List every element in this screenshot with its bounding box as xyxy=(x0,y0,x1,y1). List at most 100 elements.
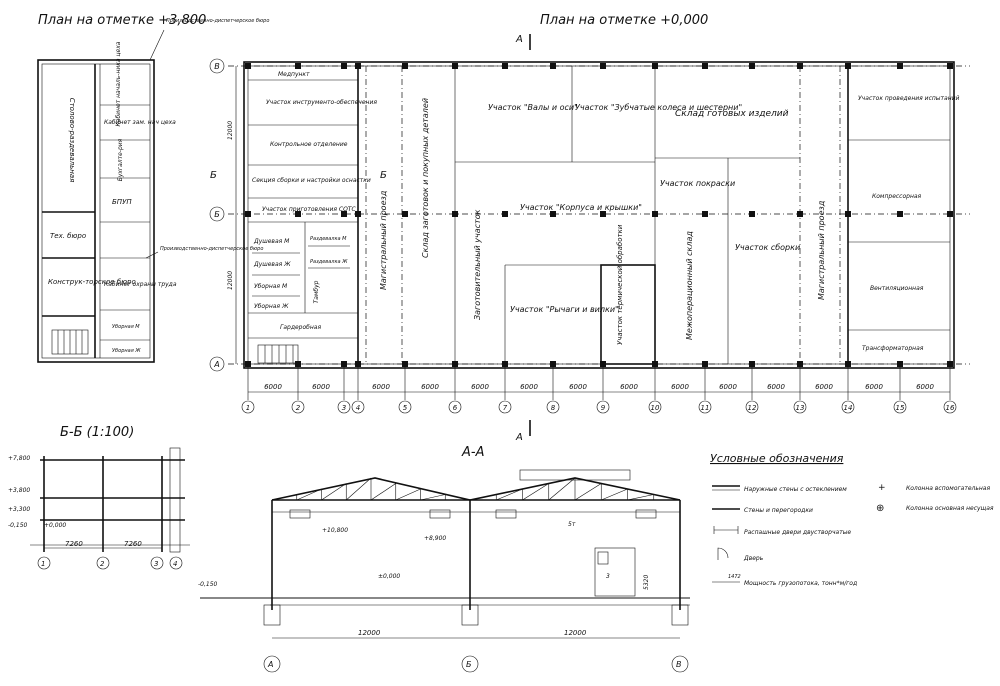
column xyxy=(355,63,361,69)
axis-marker-А xyxy=(209,356,225,372)
upper-room-1: Тех. бюро xyxy=(50,232,86,240)
column xyxy=(702,211,708,217)
upper-room-9: Уборная Ж xyxy=(112,348,141,354)
aa-level-crane2: +8,900 xyxy=(424,535,446,542)
legend-col-main-icon: ⊕ xyxy=(876,503,884,514)
bb-dim-left: 7260 xyxy=(65,540,83,548)
legend-item-5: Колонна вспомогательная xyxy=(906,485,990,492)
column xyxy=(702,63,708,69)
span-dim: 12000 xyxy=(227,121,234,140)
title-plan-upper: План на отметке +3,800 xyxy=(38,13,206,28)
section-aa: +10,800 +8,900 ±0,000 -0,150 5320 3 5т 1… xyxy=(198,469,690,673)
column xyxy=(947,63,953,69)
column xyxy=(355,211,361,217)
bb-dim-right: 7260 xyxy=(124,540,142,548)
bay-dimension: 6000 xyxy=(815,383,833,391)
aa-span-1: 12000 xyxy=(358,629,381,637)
column xyxy=(749,63,755,69)
span-dim: 12000 xyxy=(227,271,234,290)
legend-item-2: Распашные двери двустворчатые xyxy=(744,529,851,536)
upper-room-7: Кабинет охраны труда xyxy=(104,281,177,288)
room-vest: Тамбур xyxy=(313,280,320,303)
column xyxy=(797,211,803,217)
axis-label-4: 4 xyxy=(356,404,360,412)
column xyxy=(341,63,347,69)
aa-level-zero: ±0,000 xyxy=(378,573,400,580)
legend: Наружные стены с остеклением Стены и пер… xyxy=(712,483,994,587)
axis-label-6: 6 xyxy=(453,404,458,412)
legend-col-aux-icon: + xyxy=(878,483,886,493)
column xyxy=(295,211,301,217)
cut-b-right: Б xyxy=(380,170,387,181)
room-wardrobe: Гардеробная xyxy=(280,324,321,331)
column xyxy=(600,211,606,217)
column xyxy=(402,63,408,69)
axis-label-12: 12 xyxy=(748,404,757,412)
upper-room-0: Столово-раздевальная xyxy=(68,98,76,183)
column xyxy=(550,63,556,69)
aa-axis-b: Б xyxy=(466,660,472,669)
axis-label-3: 3 xyxy=(342,404,346,412)
axis-label-14: 14 xyxy=(844,404,853,412)
room-paint: Участок покраски xyxy=(660,179,735,188)
axis-marker-16 xyxy=(943,400,957,414)
bay-dimension: 6000 xyxy=(916,383,934,391)
column xyxy=(452,211,458,217)
upper-room-6: БПУП xyxy=(112,198,132,206)
room-shower-m: Душевая М xyxy=(253,238,290,245)
title-legend: Условные обозначения xyxy=(710,452,844,465)
aa-level-ground: -0,150 xyxy=(198,581,218,588)
axis-marker-10 xyxy=(648,400,662,414)
bay-dimension: 6000 xyxy=(520,383,538,391)
bb-axis-2: 2 xyxy=(100,560,105,568)
bb-axis-4: 4 xyxy=(173,560,177,568)
axis-label-2: 2 xyxy=(296,404,301,412)
room-vent: Вентиляционная xyxy=(870,285,924,292)
axis-marker-14 xyxy=(841,400,855,414)
cut-a-bottom: А xyxy=(515,432,523,443)
axis-marker-8 xyxy=(546,400,560,414)
room-wc-w: Уборная Ж xyxy=(254,303,289,310)
column xyxy=(502,211,508,217)
room-tool: Участок инструменто-обеспечения xyxy=(266,99,377,106)
axis-marker-7 xyxy=(498,400,512,414)
bay-dimension: 6000 xyxy=(421,383,439,391)
axis-marker-1 xyxy=(241,400,255,414)
bay-dimension: 6000 xyxy=(767,383,785,391)
room-heat: Участок термической обработки xyxy=(616,224,624,345)
axis-marker-11 xyxy=(698,400,712,414)
room-warehouse: Склад заготовок и покупных деталей xyxy=(421,98,430,258)
column xyxy=(452,63,458,69)
column xyxy=(295,63,301,69)
bay-dimension: 6000 xyxy=(620,383,638,391)
bb-level-1: +7,800 xyxy=(8,455,30,462)
aa-axis-v: В xyxy=(676,660,682,669)
axis-marker-2 xyxy=(291,400,305,414)
column xyxy=(797,63,803,69)
axis-marker-В xyxy=(209,58,225,74)
bb-level-5: +0,000 xyxy=(44,522,66,529)
room-wc-m: Уборная М xyxy=(254,283,288,290)
axis-marker-12 xyxy=(745,400,759,414)
column xyxy=(652,211,658,217)
room-testing: Участок проведения испытаний xyxy=(858,95,960,102)
title-section-bb: Б-Б (1:100) xyxy=(60,425,134,440)
column xyxy=(245,63,251,69)
axis-label-Б: Б xyxy=(214,210,220,219)
bay-dimension: 6000 xyxy=(569,383,587,391)
upper-note-top: Производственно-диспетчерское бюро xyxy=(166,18,269,24)
room-drive2: Магистральный проезд xyxy=(817,200,826,300)
axis-marker-3 xyxy=(337,400,351,414)
axis-label-5: 5 xyxy=(403,404,408,412)
column xyxy=(897,211,903,217)
axis-marker-9 xyxy=(596,400,610,414)
axis-marker-Б xyxy=(209,206,225,222)
axis-label-16: 16 xyxy=(946,404,955,412)
column xyxy=(245,211,251,217)
axis-label-1: 1 xyxy=(246,404,250,412)
axis-label-8: 8 xyxy=(551,404,556,412)
room-transformer: Трансформаторная xyxy=(862,345,924,352)
room-drive1: Магистральный проезд xyxy=(379,190,388,290)
plan-ground: Медпункт Участок инструменто-обеспечения… xyxy=(210,34,970,443)
room-assembly-section: Секция сборки и настройки оснастки xyxy=(252,177,371,184)
